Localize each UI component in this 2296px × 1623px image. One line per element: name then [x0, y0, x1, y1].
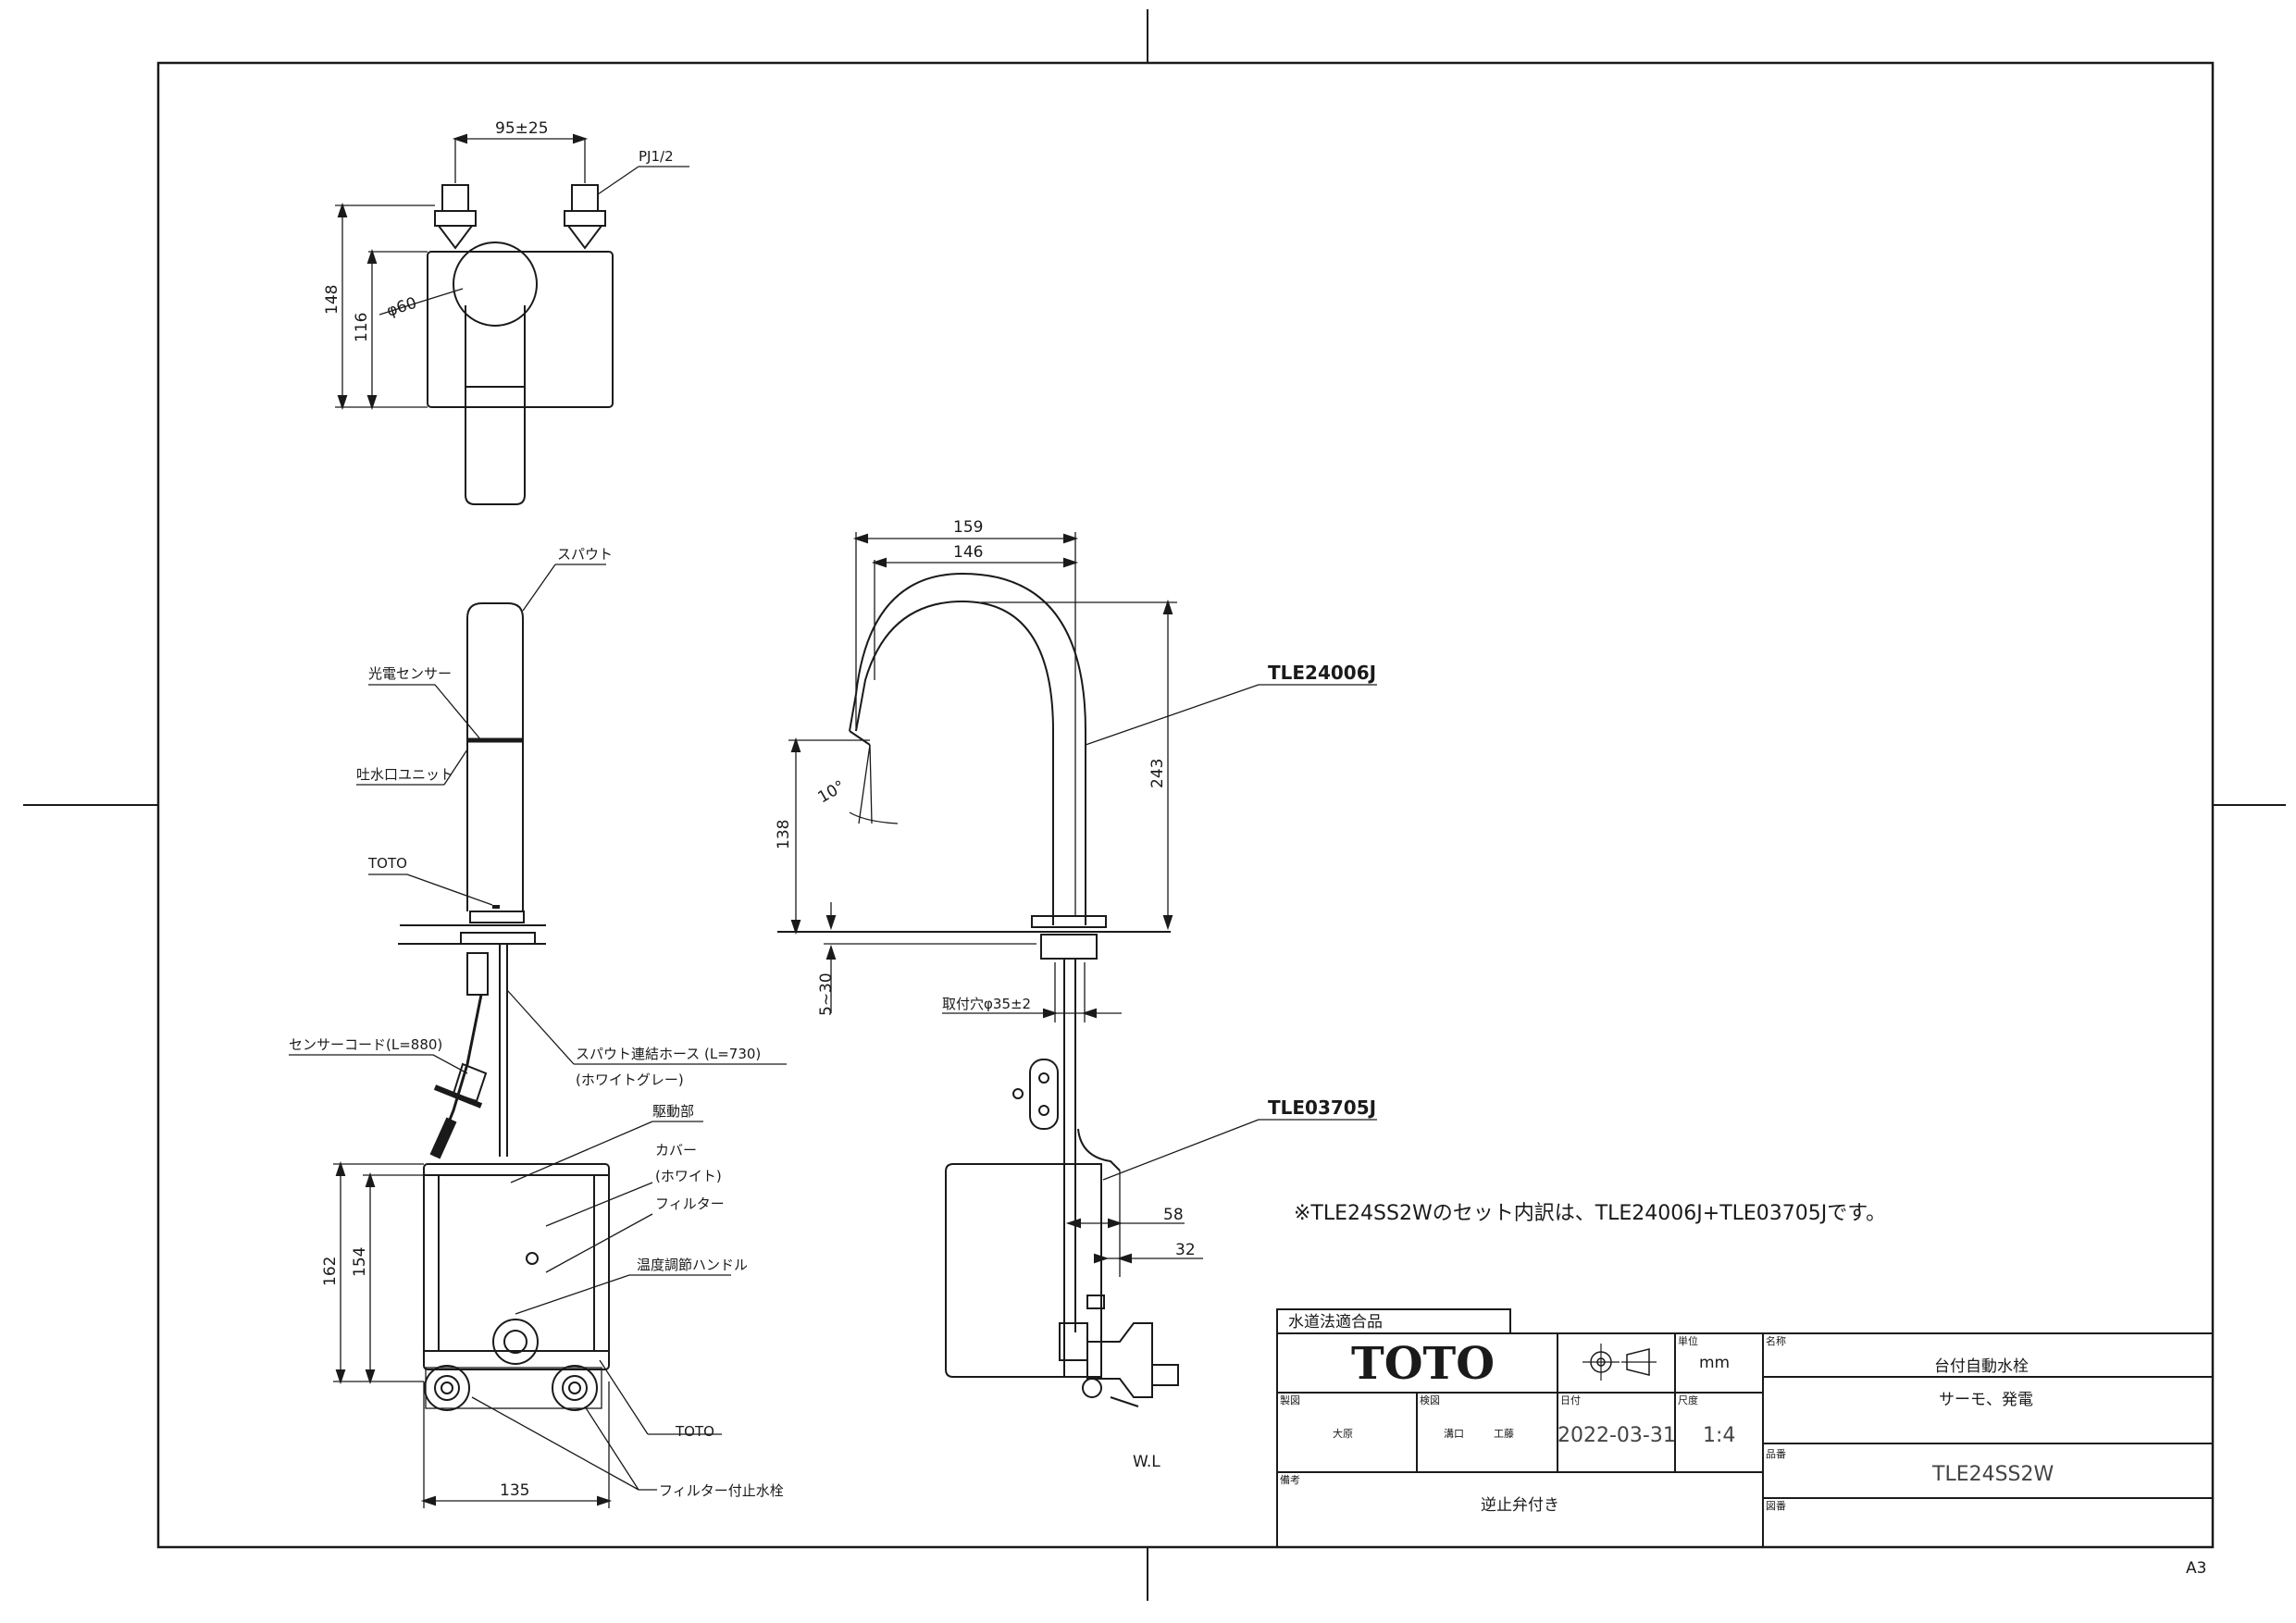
dim-116: 116 [353, 313, 371, 342]
front-view [777, 532, 1377, 1407]
dim-243: 243 [1148, 759, 1167, 788]
scale-caption: 尺度 [1678, 1394, 1698, 1406]
unit-caption: 単位 [1678, 1334, 1698, 1347]
dim-5-30: 5~30 [817, 973, 836, 1016]
dim-159: 159 [953, 518, 983, 537]
hole-label: 取付穴φ35±2 [942, 996, 1031, 1012]
checked-caption: 検図 [1420, 1394, 1440, 1406]
date-value: 2022-03-31 [1558, 1424, 1676, 1447]
water-level-label: W.L [1133, 1453, 1160, 1471]
dim-138: 138 [775, 820, 793, 849]
set-note: ※TLE24SS2Wのセット内訳は、TLE24006J+TLE03705Jです。 [1294, 1202, 1886, 1225]
dim-154: 154 [351, 1247, 369, 1277]
dim-148: 148 [323, 285, 341, 315]
scale-value: 1:4 [1703, 1424, 1735, 1447]
label-sensor-cord: センサーコード(L=880) [289, 1036, 442, 1053]
label-filter-valve: フィルター付止水栓 [659, 1482, 784, 1499]
dim-58: 58 [1163, 1206, 1184, 1224]
paper-size: A3 [2186, 1559, 2206, 1578]
dim-162: 162 [321, 1257, 340, 1286]
drawn-caption: 製図 [1280, 1394, 1300, 1406]
label-cover: カバー [655, 1142, 697, 1158]
label-hose: スパウト連結ホース (L=730) [576, 1046, 761, 1062]
dim-spacing: 95±25 [495, 119, 549, 138]
drawing-no-caption: 図番 [1766, 1500, 1786, 1512]
toto-logo: TOTO [1351, 1338, 1495, 1390]
label-filter: フィルター [655, 1196, 725, 1212]
model-caption: 品番 [1766, 1448, 1786, 1460]
dim-32: 32 [1175, 1241, 1196, 1259]
pipe-thread-label: PJ1/2 [639, 148, 674, 165]
checked-a: 溝口 [1444, 1428, 1464, 1440]
name-line-1: 台付自動水栓 [1934, 1357, 2029, 1376]
sheet-frame [23, 9, 2286, 1601]
label-brand-mark: TOTO [367, 855, 407, 872]
part-spout: TLE24006J [1268, 662, 1376, 684]
label-hose-color: (ホワイトグレー) [576, 1072, 684, 1088]
name-line-2: サーモ、発電 [1939, 1391, 2033, 1409]
label-drive: 駆動部 [652, 1103, 694, 1120]
drawn-value: 大原 [1333, 1427, 1353, 1440]
label-spout: スパウト [557, 546, 613, 563]
label-outlet-unit: 吐水口ユニット [356, 766, 453, 783]
part-unit: TLE03705J [1268, 1096, 1376, 1119]
label-temp-handle: 温度調節ハンドル [637, 1257, 748, 1273]
dim-146: 146 [953, 543, 983, 562]
model-value: TLE24SS2W [1931, 1463, 2054, 1486]
label-photo-sensor: 光電センサー [368, 665, 452, 682]
label-toto: TOTO [675, 1423, 714, 1440]
name-caption: 名称 [1766, 1334, 1786, 1347]
top-view [335, 133, 689, 505]
unit-value: mm [1699, 1354, 1730, 1372]
label-cover-color: (ホワイト) [655, 1168, 722, 1184]
side-view [289, 564, 787, 1508]
dim-135: 135 [500, 1481, 529, 1500]
date-caption: 日付 [1560, 1394, 1581, 1406]
checked-b: 工藤 [1494, 1428, 1514, 1440]
remarks-caption: 備考 [1280, 1474, 1300, 1486]
dim-diameter: φ60 [384, 294, 418, 321]
title-block [1276, 1308, 2214, 1548]
remarks-value: 逆止弁付き [1481, 1496, 1559, 1515]
angle-label: 10° [815, 777, 849, 807]
certification-label: 水道法適合品 [1288, 1313, 1383, 1332]
